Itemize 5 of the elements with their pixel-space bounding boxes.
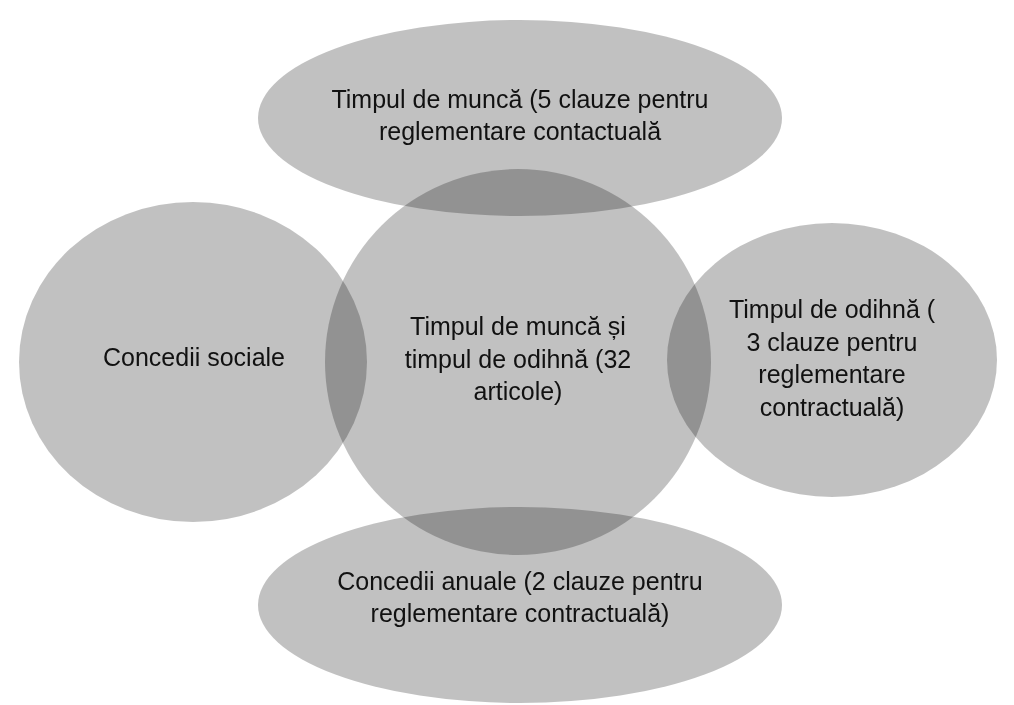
topic-text: Concedii anuale (2 clauze pentru reglementare contractuală) (336, 565, 704, 629)
topic-text: Timpul de odihnă ( 3 clauze pentru reglementare contractuală) (727, 294, 937, 423)
topic-text: Timpul de muncă (5 clauze pentru reglementare contactuală (330, 83, 710, 147)
topic-text: Timpul de muncă și timpul de odihnă (32 articole) (403, 311, 633, 408)
topic-text: Concedii sociale (102, 341, 285, 373)
